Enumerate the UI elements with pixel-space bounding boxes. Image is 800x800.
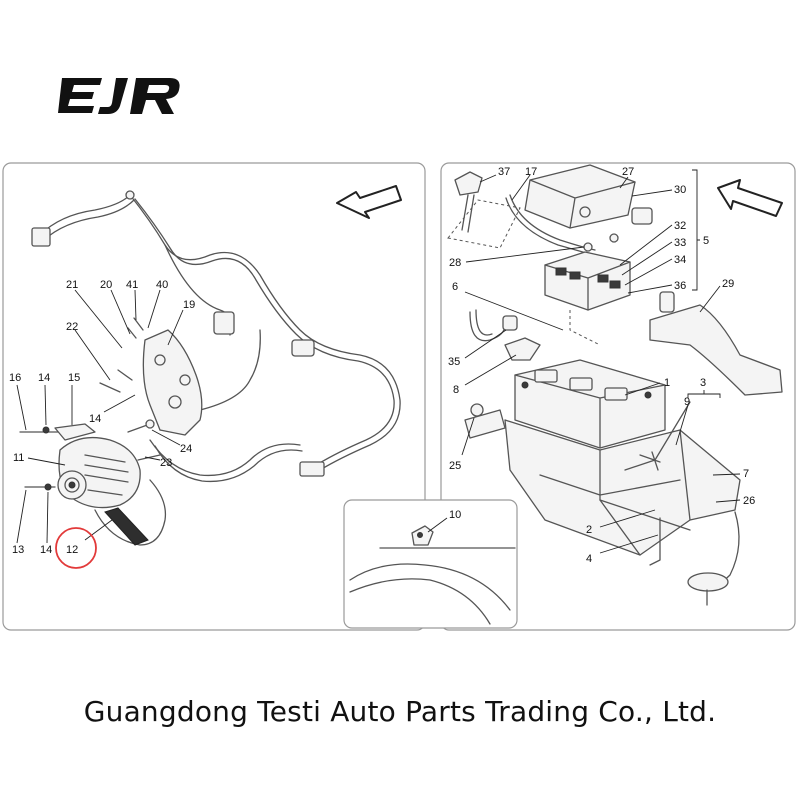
callout-label: 33 (674, 237, 686, 249)
callout-label: 4 (586, 553, 592, 565)
callout-label: 7 (743, 468, 749, 480)
highlight-circle (55, 527, 97, 569)
callout-label: 22 (66, 321, 78, 333)
callout-label: 26 (743, 495, 755, 507)
control-unit (524, 164, 653, 243)
callouts-battery: 37 17 27 30 28 32 33 34 5 6 36 29 35 8 1… (448, 166, 755, 565)
callout-label: 2 (586, 524, 592, 536)
callout-label: 11 (13, 452, 24, 464)
callouts-sensor: 10 (427, 509, 461, 533)
tray-rod (599, 499, 691, 566)
bracket-connector (659, 291, 675, 313)
direction-arrow-icon (717, 179, 783, 217)
callout-label: 8 (453, 384, 459, 396)
sensor-connector (454, 171, 483, 196)
callout-label: 3 (700, 377, 706, 389)
callout-label: 13 (12, 544, 24, 556)
callout-label: 24 (180, 443, 192, 455)
fuse-block (544, 242, 631, 346)
battery-clamp-cable (469, 309, 541, 361)
bolts (19, 317, 161, 491)
alternator-bracket (142, 329, 203, 436)
windscreen-sensor-view (349, 525, 516, 625)
callout-label: 29 (722, 278, 734, 290)
callout-label: 6 (452, 281, 458, 293)
callout-label: 30 (674, 184, 686, 196)
callout-label: 27 (622, 166, 634, 178)
direction-arrow-icon (336, 185, 402, 219)
connector-dashed-outline (447, 199, 521, 249)
callout-label: 14 (40, 544, 52, 556)
drive-belt (94, 479, 167, 546)
callout-label: 10 (449, 509, 461, 521)
callout-label: 36 (674, 280, 686, 292)
battery-tray (504, 419, 741, 556)
battery-foot-cap (470, 403, 484, 417)
battery (514, 359, 666, 449)
logo-mark-icon (58, 78, 180, 114)
callout-label: 28 (449, 257, 461, 269)
spacer-bracket (54, 423, 96, 441)
callout-bracket (692, 169, 700, 291)
callout-label: 35 (448, 356, 460, 368)
callout-label: 19 (183, 299, 195, 311)
vent-outlet (687, 572, 729, 592)
callout-label: 5 (703, 235, 709, 247)
callout-label: 9 (684, 396, 690, 408)
support-bracket (649, 304, 783, 396)
callout-label: 12 (66, 544, 78, 556)
callouts-alternator: 21 20 41 40 19 22 16 14 15 14 24 11 23 1… (9, 279, 195, 569)
callout-label: 41 (126, 279, 138, 291)
callout-label: 17 (525, 166, 537, 178)
brand-logo (58, 70, 188, 120)
callout-label: 14 (89, 413, 101, 425)
callout-label: 1 (664, 377, 670, 389)
callout-label: 14 (38, 372, 50, 384)
callout-label: 21 (66, 279, 78, 291)
alternator (57, 436, 141, 509)
callout-label: 25 (449, 460, 461, 472)
callout-label: 37 (498, 166, 510, 178)
connector-wire (461, 194, 475, 233)
callout-label: 20 (100, 279, 112, 291)
hold-down-bolt (639, 451, 661, 471)
sensor-panel (343, 499, 518, 629)
battery-foot (464, 409, 506, 439)
company-name: Guangdong Testi Auto Parts Trading Co., … (83, 695, 717, 728)
callout-bracket (687, 390, 721, 398)
callout-label: 15 (68, 372, 80, 384)
callout-label: 23 (160, 457, 172, 469)
callout-label: 32 (674, 220, 686, 232)
wiring-harness (31, 190, 401, 483)
callout-label: 34 (674, 254, 686, 266)
callout-label: 16 (9, 372, 21, 384)
callout-label: 40 (156, 279, 168, 291)
